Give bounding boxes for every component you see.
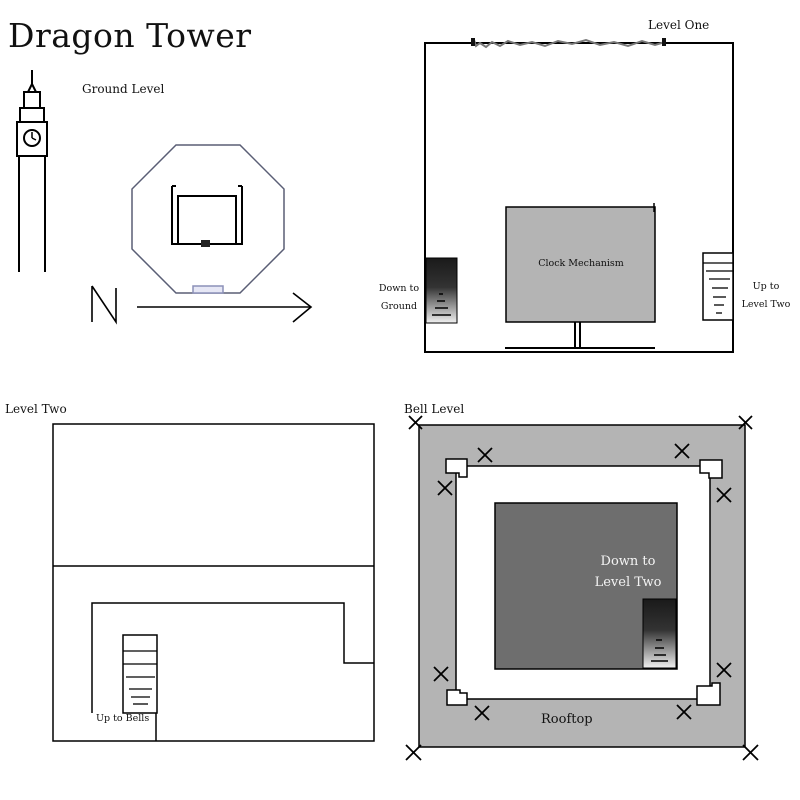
- x-marker-icon: [405, 744, 422, 761]
- down-to-level-two-line-1: Down to: [600, 554, 656, 569]
- level-one-plan: [424, 38, 734, 353]
- x-marker-icon: [408, 415, 423, 430]
- down-to-level-two-label: Down to Level Two: [580, 551, 676, 593]
- level-two-plan: [52, 423, 375, 742]
- clock-shaft: [505, 322, 655, 349]
- stairs-down-to-ground: [425, 257, 458, 324]
- tower-octagon: [131, 144, 285, 294]
- x-marker-icon: [477, 447, 493, 463]
- x-marker-icon: [738, 415, 753, 430]
- clock-mechanism: [505, 206, 656, 323]
- stairs-down-to-level-two: [642, 598, 677, 669]
- x-marker-icon: [474, 705, 490, 721]
- bell-level-plan: [405, 415, 759, 761]
- clock-face-icon: [23, 129, 41, 147]
- corner-pillars: [445, 458, 723, 706]
- x-marker-icon: [674, 443, 690, 459]
- x-marker-icon: [437, 480, 453, 496]
- tower-elevation: [16, 70, 48, 272]
- pillar-se: [696, 682, 721, 706]
- level-two-outline: [52, 423, 375, 742]
- pillar-nw: [445, 458, 468, 478]
- ground-level-plan: [91, 144, 313, 325]
- clock-mechanism-label: Clock Mechanism: [538, 258, 624, 269]
- down-to-ground-line-1: Down to: [378, 283, 420, 294]
- up-to-level-two-line-1: Up to: [752, 281, 780, 292]
- pillar-sw: [446, 689, 468, 706]
- x-markers: [405, 415, 759, 761]
- down-to-ground-line-2: Ground: [380, 301, 418, 312]
- up-to-level-two-label: Up to Level Two: [736, 278, 796, 314]
- stairs-up-to-bells: [122, 634, 158, 714]
- direction-arrow-icon: [137, 292, 313, 323]
- level-one-window: [473, 38, 666, 49]
- north-marker-icon: [91, 285, 117, 325]
- x-marker-icon: [716, 487, 732, 503]
- level-one-label: Level One: [648, 18, 710, 32]
- down-to-level-two-line-2: Level Two: [594, 575, 662, 590]
- level-two-inner-room: [91, 602, 374, 713]
- ground-level-label: Ground Level: [82, 82, 165, 96]
- x-marker-icon: [716, 662, 732, 678]
- x-marker-icon: [433, 666, 449, 682]
- level-two-label: Level Two: [5, 402, 67, 416]
- pillar-ne: [699, 459, 723, 479]
- x-marker-icon: [742, 744, 759, 761]
- entrance-door: [192, 285, 224, 294]
- x-marker-icon: [676, 704, 692, 720]
- up-to-bells-label: Up to Bells: [96, 713, 150, 724]
- down-to-ground-label: Down to Ground: [370, 280, 428, 316]
- up-to-level-two-line-2: Level Two: [741, 299, 791, 310]
- stairs-up-to-level-two: [702, 252, 734, 321]
- bell-level-label: Bell Level: [404, 402, 465, 416]
- map-title: Dragon Tower: [8, 16, 252, 55]
- rooftop-label: Rooftop: [541, 712, 593, 727]
- stair-marker: [201, 240, 210, 247]
